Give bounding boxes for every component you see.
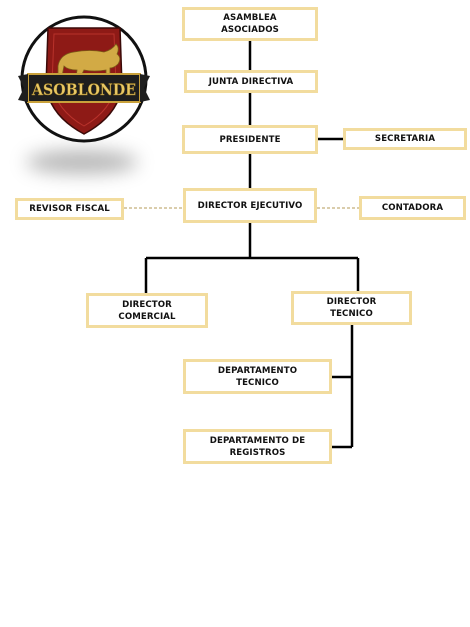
node-director-ejecutivo: DIRECTOR EJECUTIVO bbox=[183, 188, 317, 223]
asoblonde-logo: ASOBLONDE bbox=[18, 15, 150, 143]
node-revisor-fiscal: REVISOR FISCAL bbox=[15, 198, 124, 220]
node-director-comercial: DIRECTOR COMERCIAL bbox=[86, 293, 208, 328]
node-secretaria: SECRETARIA bbox=[343, 128, 467, 150]
node-junta-directiva: JUNTA DIRECTIVA bbox=[184, 70, 318, 93]
node-presidente: PRESIDENTE bbox=[182, 125, 318, 154]
logo-shadow bbox=[26, 150, 138, 174]
logo-text: ASOBLONDE bbox=[31, 80, 136, 99]
node-director-tecnico: DIRECTOR TECNICO bbox=[291, 291, 412, 325]
node-contadora: CONTADORA bbox=[359, 196, 466, 220]
node-asamblea-asociados: ASAMBLEA ASOCIADOS bbox=[182, 7, 318, 41]
node-departamento-tecnico: DEPARTAMENTO TECNICO bbox=[183, 359, 332, 394]
node-departamento-registros: DEPARTAMENTO DE REGISTROS bbox=[183, 429, 332, 464]
